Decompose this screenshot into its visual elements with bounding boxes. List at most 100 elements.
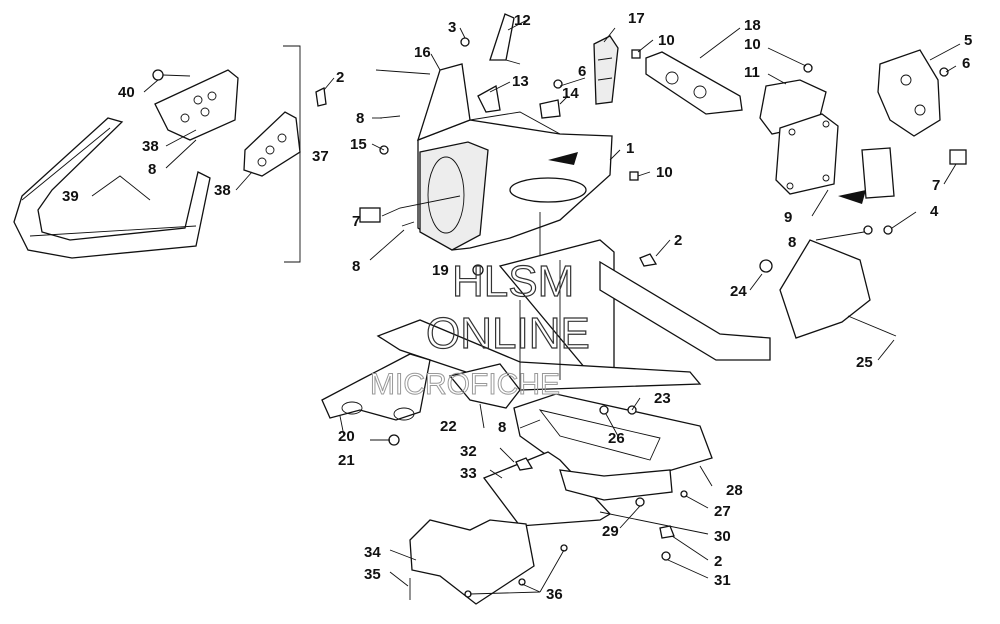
screw-31	[661, 551, 671, 561]
watermark-line-1: HLSM	[452, 257, 574, 306]
callout-35: 35	[364, 566, 381, 583]
callout-19: 19	[432, 262, 449, 279]
bolt-16	[375, 69, 431, 75]
clip-2b	[639, 253, 658, 267]
bolt-3	[460, 37, 470, 47]
callout-40: 40	[118, 84, 135, 101]
screw-36b	[518, 578, 526, 586]
nut-6b	[939, 67, 949, 77]
callout-10: 10	[744, 36, 761, 53]
clip-14	[539, 99, 561, 119]
watermark-line-3: MICROFICHE	[370, 368, 560, 401]
callout-15: 15	[350, 136, 367, 153]
callout-11: 11	[744, 64, 760, 81]
callout-39: 39	[62, 188, 79, 205]
guard-34	[409, 519, 535, 605]
callout-12: 12	[514, 12, 531, 29]
callout-5: 5	[964, 32, 972, 49]
callout-26: 26	[608, 430, 625, 447]
bolt-40	[152, 69, 191, 81]
callout-30: 30	[714, 528, 731, 545]
callout-6: 6	[962, 55, 970, 72]
nut-6a	[553, 79, 563, 89]
screw-27	[680, 490, 688, 498]
front-frame-1	[416, 63, 613, 290]
callout-17: 17	[628, 10, 645, 27]
screw-26	[599, 405, 609, 415]
watermark-line-2: ONLINE	[426, 309, 590, 358]
screw-8a	[379, 115, 401, 119]
bumper-39	[13, 117, 211, 259]
mount-20	[321, 353, 431, 421]
callout-2: 2	[336, 69, 344, 86]
callout-31: 31	[714, 572, 731, 589]
callout-21: 21	[338, 452, 355, 469]
bracket-38-right	[243, 111, 301, 177]
callout-8: 8	[498, 419, 506, 436]
rear-frame	[779, 239, 871, 339]
nut-21	[388, 434, 400, 446]
callout-16: 16	[414, 44, 431, 61]
callout-13: 13	[512, 73, 529, 90]
callout-33: 33	[460, 465, 477, 482]
clip-2c	[659, 525, 675, 539]
plate-13	[477, 84, 501, 113]
arrow-marker	[838, 190, 866, 204]
callout-8: 8	[148, 161, 156, 178]
callout-32: 32	[460, 443, 477, 460]
bumper-pad-7b	[949, 149, 967, 165]
callout-29: 29	[602, 523, 619, 540]
nut-10b	[629, 171, 639, 181]
screw-8e	[863, 225, 873, 235]
bracket-5	[877, 49, 941, 137]
callout-8: 8	[356, 110, 364, 127]
callout-1: 1	[626, 140, 634, 157]
bolt-19	[472, 264, 484, 276]
bolt-25	[847, 315, 897, 337]
callout-10: 10	[656, 164, 673, 181]
callout-4: 4	[930, 203, 939, 220]
screw-36c	[560, 544, 568, 552]
cover-9	[775, 113, 839, 195]
callout-6: 6	[578, 63, 586, 80]
callout-14: 14	[562, 85, 579, 102]
bumper-pad-7a	[359, 207, 381, 223]
clip-2a	[315, 87, 327, 107]
watermark: HLSM ONLINE MICROFICHE	[370, 256, 591, 401]
callout-28: 28	[726, 482, 743, 499]
switch-17	[593, 35, 619, 105]
callout-22: 22	[440, 418, 457, 435]
skid-plate-28	[513, 393, 713, 493]
plate-18	[645, 51, 743, 115]
callout-8: 8	[352, 258, 360, 275]
callout-38: 38	[214, 182, 231, 199]
mount-plate	[861, 147, 895, 199]
callout-2: 2	[674, 232, 682, 249]
callout-3: 3	[448, 19, 456, 36]
callout-36: 36	[546, 586, 563, 603]
callout-27: 27	[714, 503, 731, 520]
callout-9: 9	[784, 209, 792, 226]
nut-4	[883, 225, 893, 235]
callout-10: 10	[658, 32, 675, 49]
bracket-22	[448, 363, 521, 409]
callout-25: 25	[856, 354, 873, 371]
group-bracket-37	[283, 45, 301, 263]
clip-32	[515, 457, 534, 471]
nut-10a	[631, 49, 641, 59]
callout-8: 8	[788, 234, 796, 251]
callout-labels: 40 38 8 39 38 37 2 3 12 16 13 14 6 17 10…	[62, 10, 972, 603]
windshield-bracket-12	[489, 13, 521, 65]
callout-20: 20	[338, 428, 355, 445]
callout-18: 18	[744, 17, 761, 34]
leader-lines	[91, 19, 961, 595]
bracket-40	[154, 69, 239, 141]
skid-plate-30	[559, 469, 673, 501]
callout-38: 38	[142, 138, 159, 155]
callout-24: 24	[730, 283, 747, 300]
callout-7: 7	[932, 177, 940, 194]
callout-34: 34	[364, 544, 381, 561]
screw-8b	[401, 221, 415, 227]
